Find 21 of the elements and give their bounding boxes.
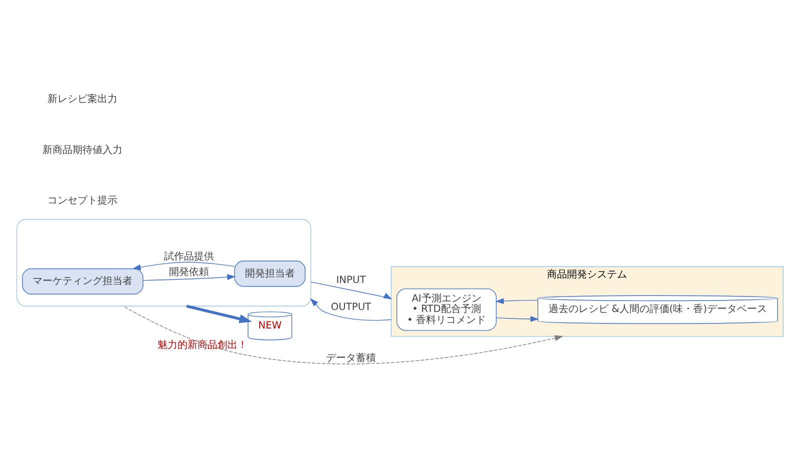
arrow: [495, 298, 538, 304]
arrow: [310, 298, 392, 320]
edge-label: INPUT: [336, 274, 366, 286]
cluster: [16, 218, 312, 306]
arrow: [122, 305, 564, 364]
node-box: マーケティング担当者: [22, 268, 144, 294]
node-box: 開発担当者: [234, 260, 306, 286]
label: 新商品期待値入力: [42, 144, 123, 156]
edge-label: OUTPUT: [330, 301, 372, 312]
arrow: [496, 316, 539, 322]
label: コンセプト提示: [48, 195, 118, 206]
arrow: [310, 281, 392, 299]
edge-label: 試作品提供: [164, 251, 214, 262]
arrow: [132, 261, 235, 270]
node-label: 魅力的新商品創出！: [158, 339, 248, 350]
arrow: [186, 304, 252, 323]
arrow: [142, 274, 236, 280]
edge-label: データ蓄積: [326, 352, 376, 364]
edge-label: 開発依頼: [168, 266, 209, 278]
label: 新レシピ案出力: [48, 94, 118, 105]
node-box: AI予測エンジン • RTD配合予測 • 香料リコメンド: [396, 288, 497, 330]
